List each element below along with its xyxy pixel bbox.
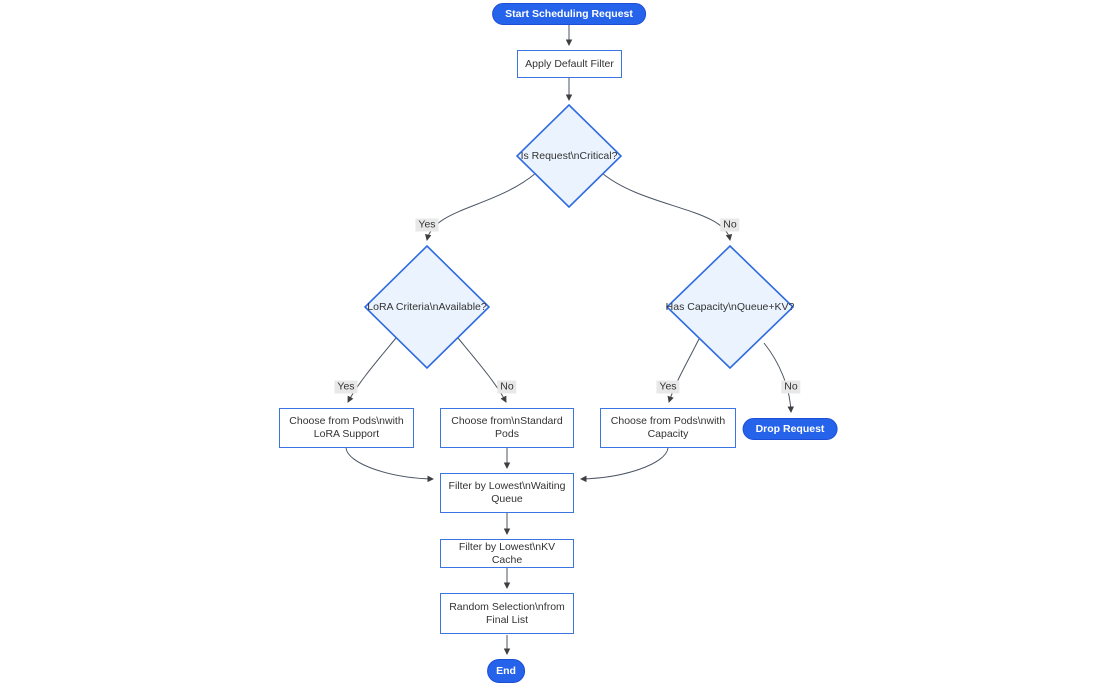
edge-label-critical-yes: Yes bbox=[415, 218, 439, 232]
edge-lorapods-to-filterqueue bbox=[345, 447, 434, 483]
edge-label-capacity-yes: Yes bbox=[656, 380, 680, 394]
edge-critical-no-to-capacity bbox=[601, 172, 733, 241]
node-lora-criteria-label: LoRA Criteria\nAvailable? bbox=[367, 301, 487, 313]
edge-critical-yes-to-lora bbox=[425, 172, 537, 241]
diamond-lora-criteria bbox=[363, 244, 491, 370]
node-choose-standard-pods: Choose from\nStandard Pods bbox=[440, 408, 574, 448]
node-random-selection: Random Selection\nfrom Final List bbox=[440, 593, 574, 634]
edge-lora-no-to-standardpods bbox=[457, 337, 507, 403]
edge-label-lora-yes: Yes bbox=[334, 380, 358, 394]
edge-label-capacity-no: No bbox=[781, 380, 801, 394]
node-start: Start Scheduling Request bbox=[492, 3, 646, 25]
diamond-has-capacity bbox=[665, 244, 795, 370]
edge-capacity-no-to-drop bbox=[763, 342, 795, 413]
node-has-capacity-label: Has Capacity\nQueue+KV? bbox=[665, 301, 795, 313]
node-apply-default-filter: Apply Default Filter bbox=[517, 50, 622, 78]
node-drop-request: Drop Request bbox=[742, 418, 838, 440]
edge-capacity-yes-to-capacitypods bbox=[667, 338, 700, 403]
node-filter-waiting-queue: Filter by Lowest\nWaiting Queue bbox=[440, 473, 574, 513]
node-choose-lora-pods: Choose from Pods\nwith LoRA Support bbox=[279, 408, 414, 448]
node-filter-kv-cache: Filter by Lowest\nKV Cache bbox=[440, 539, 574, 568]
node-is-request-critical-label: Is Request\nCritical? bbox=[520, 150, 618, 162]
edge-capacitypods-to-filterqueue bbox=[580, 447, 669, 483]
edge-lora-yes-to-lorapods bbox=[347, 337, 397, 403]
node-end: End bbox=[487, 659, 525, 683]
diamond-is-request-critical bbox=[515, 103, 623, 209]
edge-label-critical-no: No bbox=[720, 218, 740, 232]
node-choose-capacity-pods: Choose from Pods\nwith Capacity bbox=[600, 408, 736, 448]
edge-label-lora-no: No bbox=[497, 380, 517, 394]
